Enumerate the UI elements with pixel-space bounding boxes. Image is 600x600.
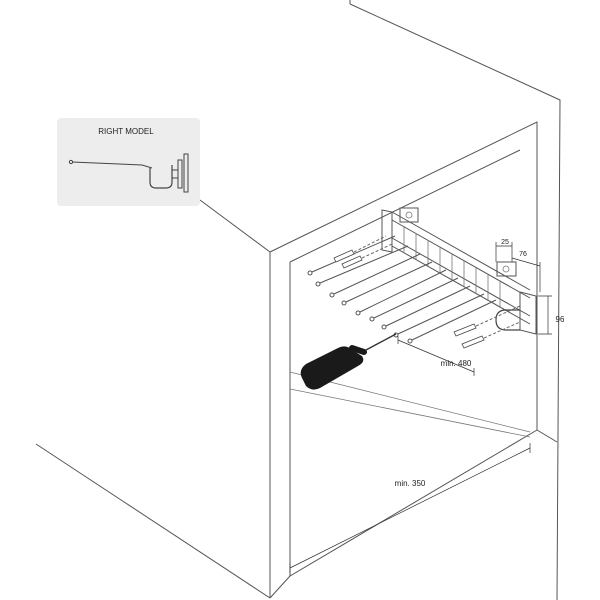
dim-25-label: 25 bbox=[501, 239, 509, 246]
dim-76-label: 76 bbox=[519, 251, 527, 258]
rack-side-view-icon bbox=[68, 153, 189, 193]
right-model-inset: RIGHT MODEL bbox=[57, 118, 200, 206]
cabinet bbox=[35, 0, 561, 600]
trouser-rack bbox=[307, 207, 537, 349]
dimension-lines: 25 76 96 min. 480 min. 350 bbox=[289, 239, 565, 573]
dim-96-label: 96 bbox=[556, 315, 565, 324]
dim-min350-label: min. 350 bbox=[395, 479, 426, 488]
screw-icons bbox=[333, 249, 485, 349]
dim-min480-label: min. 480 bbox=[441, 359, 472, 368]
screwdriver-icon bbox=[300, 333, 397, 390]
inset-title: RIGHT MODEL bbox=[98, 127, 154, 136]
